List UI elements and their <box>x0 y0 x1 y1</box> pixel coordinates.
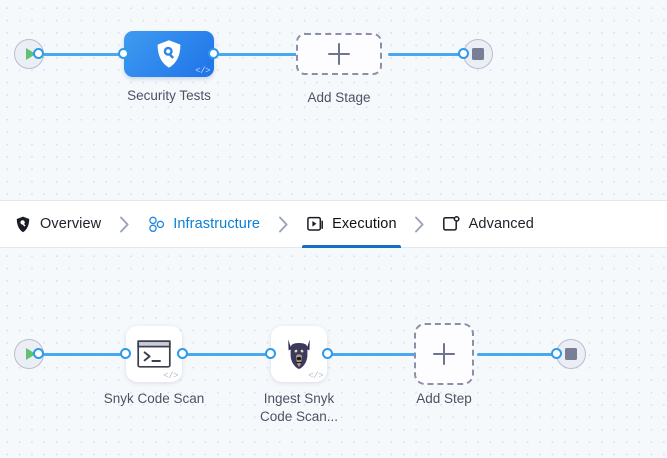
add-step-card[interactable] <box>414 323 474 385</box>
pipeline-stages-canvas[interactable]: </> Security Tests Add Stage <box>0 0 667 200</box>
add-stage-card[interactable] <box>296 33 382 75</box>
snyk-doberman-icon <box>288 339 310 369</box>
stage-security-out-dot[interactable] <box>208 48 219 59</box>
stage-start-connector-dot[interactable] <box>33 48 44 59</box>
stage-security-in-dot[interactable] <box>118 48 129 59</box>
step-start-connector-dot[interactable] <box>33 348 44 359</box>
step-wire-ingest-to-add <box>327 353 415 356</box>
stop-icon <box>565 348 577 360</box>
code-badge: </> <box>195 66 210 76</box>
ingest-in-dot[interactable] <box>265 348 276 359</box>
stage-wire-security-to-add <box>212 52 304 56</box>
step-node-label-line2: Code Scan... <box>259 409 339 424</box>
stage-wire-add-to-end <box>388 52 478 56</box>
stop-icon <box>472 48 484 60</box>
step-card[interactable]: </> <box>126 326 182 382</box>
tab-separator-chevron-icon-3 <box>399 214 441 234</box>
tab-overview-label: Overview <box>40 216 102 232</box>
stage-wire-start-to-security <box>38 52 128 56</box>
tab-advanced[interactable]: Advanced <box>441 201 536 248</box>
plus-icon <box>433 343 455 365</box>
tab-execution[interactable]: Execution <box>302 201 401 248</box>
shield-icon <box>14 215 32 233</box>
tab-separator-chevron-icon <box>103 214 145 234</box>
pipeline-steps-canvas[interactable]: </> Snyk Code Scan </> Inge <box>0 248 667 458</box>
add-stage-node[interactable]: Add Stage <box>296 33 382 105</box>
add-stage-label: Add Stage <box>307 90 371 105</box>
stage-card[interactable]: </> <box>124 31 214 77</box>
terminal-icon <box>137 340 171 368</box>
tab-advanced-label: Advanced <box>468 216 534 232</box>
snyk-in-dot[interactable] <box>120 348 131 359</box>
step-node-snyk-code-scan[interactable]: </> Snyk Code Scan <box>104 326 204 406</box>
code-badge: </> <box>308 371 323 381</box>
step-wire-start-to-snyk <box>38 353 130 356</box>
add-step-node[interactable]: Add Step <box>414 323 474 406</box>
step-wire-add-to-end <box>477 353 563 356</box>
code-badge: </> <box>163 371 178 381</box>
step-node-label-line1: Ingest Snyk <box>263 391 335 406</box>
snyk-out-dot[interactable] <box>177 348 188 359</box>
stage-end-node[interactable] <box>463 39 493 69</box>
stage-end-connector-dot[interactable] <box>458 48 469 59</box>
tab-execution-label: Execution <box>332 216 397 232</box>
execution-play-box-icon <box>306 215 324 233</box>
tab-separator-chevron-icon-2 <box>262 214 304 234</box>
tab-infrastructure-label: Infrastructure <box>173 216 261 232</box>
tab-overview[interactable]: Overview <box>12 201 103 248</box>
step-wire-snyk-to-ingest <box>182 353 272 356</box>
plus-icon <box>328 43 350 65</box>
infrastructure-nodes-icon <box>147 215 165 233</box>
add-step-label: Add Step <box>416 391 472 406</box>
pipeline-config-tabs[interactable]: Overview Infrastructure <box>0 200 667 248</box>
tab-infrastructure[interactable]: Infrastructure <box>145 201 262 248</box>
advanced-gear-box-icon <box>443 215 461 233</box>
step-node-label: Snyk Code Scan <box>103 391 205 406</box>
play-icon <box>25 48 36 60</box>
step-card[interactable]: </> <box>271 326 327 382</box>
step-end-connector-dot[interactable] <box>551 348 562 359</box>
ingest-out-dot[interactable] <box>322 348 333 359</box>
stage-node-label: Security Tests <box>127 88 211 103</box>
play-icon <box>25 348 36 360</box>
stage-start-node[interactable] <box>14 39 44 69</box>
stage-node-security-tests[interactable]: </> Security Tests <box>124 31 214 103</box>
security-shield-scan-icon <box>157 40 181 68</box>
